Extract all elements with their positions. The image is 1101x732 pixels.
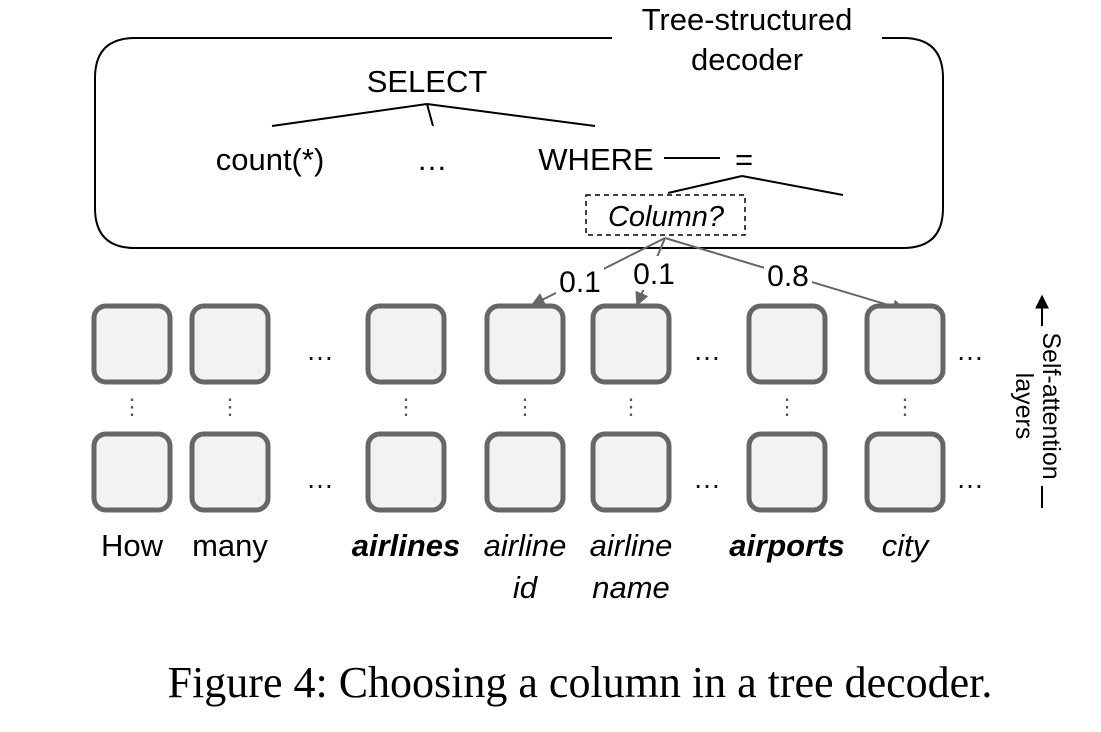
- tree-edge-equals-left: [667, 175, 743, 194]
- layer-top-box-city: [864, 303, 946, 385]
- tree-node-count: count(*): [216, 142, 325, 177]
- layers-label-line2: layers: [1010, 373, 1038, 440]
- vdots-airline-id: ⋮: [514, 394, 536, 419]
- token-airline-name-line2: name: [592, 570, 670, 605]
- token-airlines: airlines: [352, 528, 461, 563]
- decoder-title-line2: decoder: [691, 42, 803, 77]
- vdots-many: ⋮: [219, 394, 241, 419]
- top-ellipsis-2: …: [693, 335, 721, 366]
- layer-bottom-box-many: [189, 431, 271, 513]
- vdots-airports: ⋮: [776, 394, 798, 419]
- token-city: city: [882, 528, 931, 563]
- token-airports: airports: [729, 528, 844, 563]
- column-query-label: Column?: [608, 201, 725, 233]
- layer-top-box-airline-name: [590, 303, 672, 385]
- column-query-box: [585, 194, 746, 236]
- vdots-city: ⋮: [894, 394, 916, 419]
- attention-weight-2: 0.1: [633, 258, 675, 291]
- decoder-frame: [94, 37, 944, 249]
- vdots-how: ⋮: [121, 394, 143, 419]
- layer-bottom-box-airline-name: [590, 431, 672, 513]
- weight-bg-1: [556, 262, 604, 296]
- top-ellipsis-3: …: [956, 335, 984, 366]
- vdots-airline-name: ⋮: [620, 394, 642, 419]
- token-airline-id-line2: id: [513, 570, 539, 605]
- attention-weight-3: 0.8: [767, 260, 809, 293]
- token-many: many: [192, 528, 268, 563]
- tree-edge-select-mid: [426, 103, 434, 127]
- layer-bottom-box-airports: [746, 431, 828, 513]
- token-airline-id-line1: airline: [484, 528, 567, 563]
- tree-edge-select-right: [426, 103, 596, 127]
- vdots-airlines: ⋮: [395, 394, 417, 419]
- attention-weight-1: 0.1: [559, 266, 601, 299]
- tree-node-equals: =: [735, 142, 753, 177]
- layers-label-line1: Self-attention: [1037, 332, 1065, 479]
- layer-top-box-airlines: [365, 303, 447, 385]
- token-how: How: [101, 528, 164, 563]
- layer-top-box-many: [189, 303, 271, 385]
- layer-top-box-how: [91, 303, 173, 385]
- decoder-title-line1: Tree-structured: [642, 2, 853, 37]
- tree-node-ellipsis: …: [417, 142, 448, 177]
- weight-bg-3: [764, 258, 812, 292]
- tree-node-where: WHERE: [538, 142, 653, 177]
- bottom-ellipsis-3: …: [956, 463, 984, 494]
- bottom-ellipsis-2: …: [693, 463, 721, 494]
- weight-bg-2: [630, 256, 678, 290]
- figure-caption: Figure 4: Choosing a column in a tree de…: [168, 658, 993, 707]
- tree-edge-equals-right: [741, 175, 844, 196]
- tree-edge-select-left: [271, 103, 428, 127]
- layer-bottom-box-how: [91, 431, 173, 513]
- layer-top-box-airline-id: [484, 303, 566, 385]
- top-ellipsis-1: …: [306, 335, 334, 366]
- layer-bottom-box-city: [864, 431, 946, 513]
- bottom-ellipsis-1: …: [306, 463, 334, 494]
- tree-node-select: SELECT: [367, 64, 488, 99]
- token-airline-name-line1: airline: [590, 528, 673, 563]
- layer-top-box-airports: [746, 303, 828, 385]
- layer-bottom-box-airline-id: [484, 431, 566, 513]
- layer-bottom-box-airlines: [365, 431, 447, 513]
